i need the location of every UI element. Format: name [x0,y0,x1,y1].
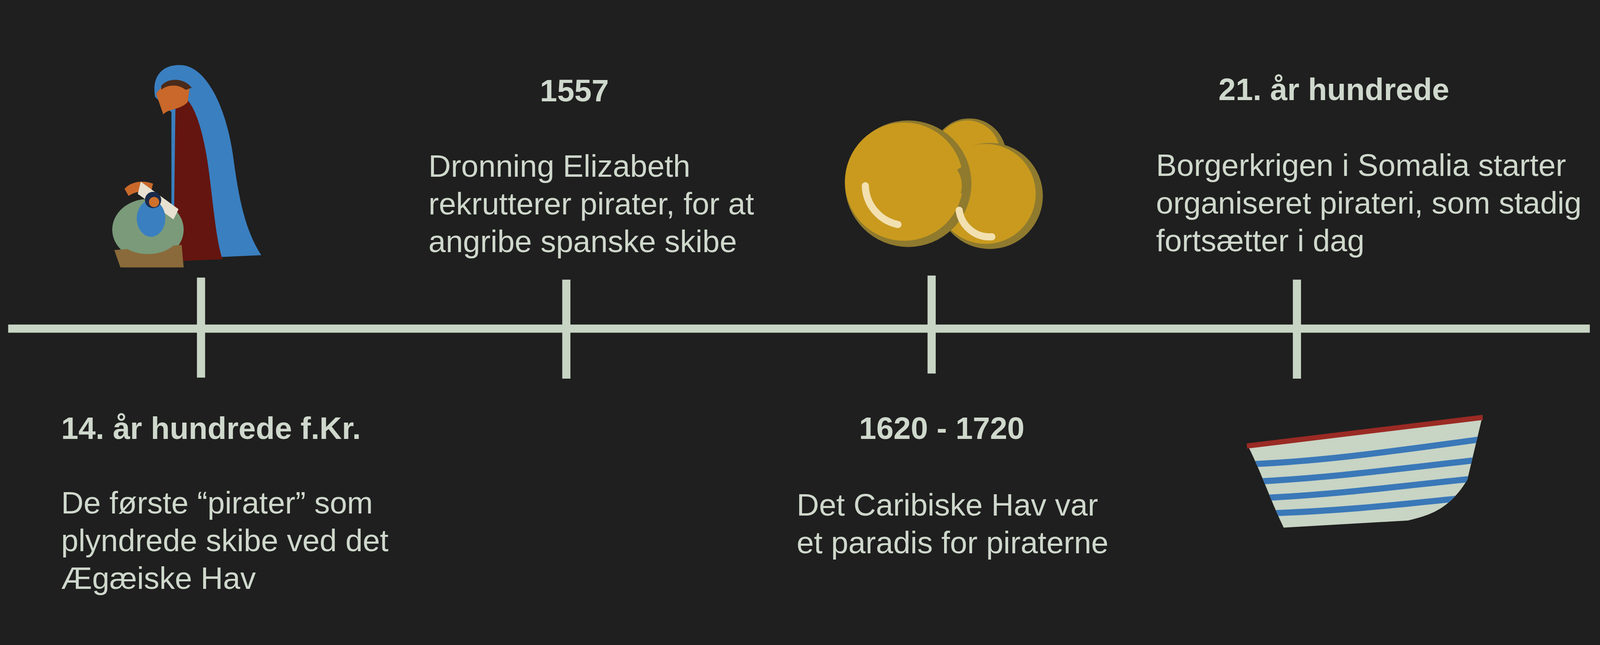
event-slot: 14. år hundrede f.Kr. [61,409,362,448]
event-slot: Dronning Elizabeth rekrutterer pirater, … [428,147,781,261]
event-slot: Det Caribiske Hav var et paradis for pir… [796,486,1128,562]
boat-icon [1246,415,1485,528]
event-text: Det Caribiske Hav var et paradis for pir… [796,486,1128,562]
event-slot: 1620 - 1720 [859,409,1025,448]
coins-icon [844,118,1043,250]
event-slot: Borgerkrigen i Somalia starter organiser… [1156,146,1594,260]
madonna-icon [112,64,262,268]
event-date: 14. år hundrede f.Kr. [61,409,362,448]
event-slot: 1557 [539,72,610,110]
timeline-axis [7,275,1590,379]
event-date: 21. år hundrede [1218,70,1450,109]
event-date: 1557 [539,72,610,110]
event-date: 1620 - 1720 [859,409,1025,448]
event-text: Borgerkrigen i Somalia starter organiser… [1156,146,1594,260]
event-text: Dronning Elizabeth rekrutterer pirater, … [428,147,781,261]
event-slot: De første “pirater” som plyndrede skibe … [61,484,409,598]
event-slot: 21. år hundrede [1218,70,1450,109]
event-text: De første “pirater” som plyndrede skibe … [61,484,409,598]
